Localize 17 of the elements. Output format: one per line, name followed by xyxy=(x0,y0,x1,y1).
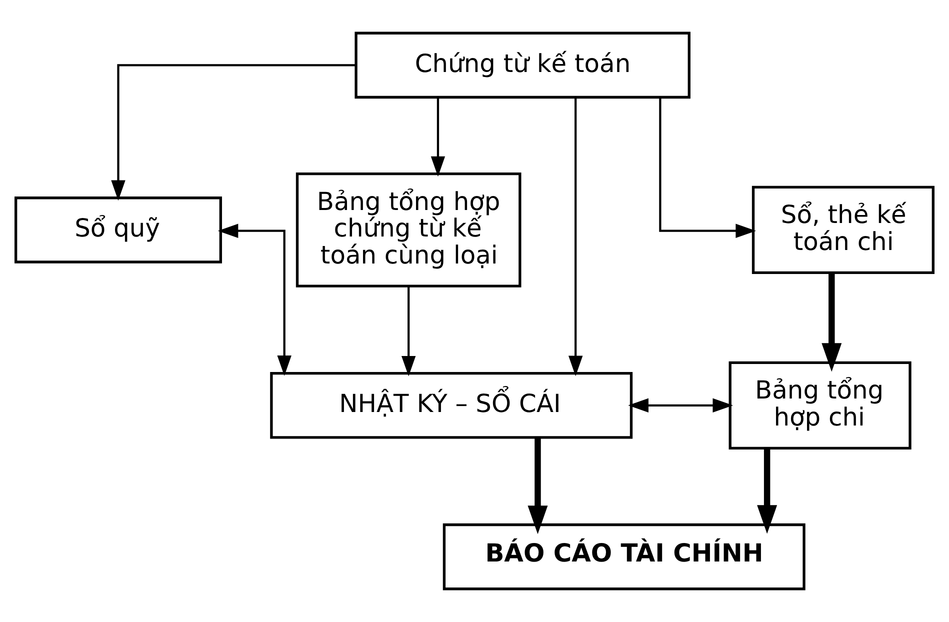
arrow xyxy=(822,272,842,372)
arrow xyxy=(659,98,756,238)
arrow xyxy=(568,98,583,376)
node-box: Chứng từ kế toán xyxy=(354,32,690,99)
arrow xyxy=(430,98,446,177)
node-box: BÁO CÁO TÀI CHÍNH xyxy=(442,523,806,590)
arrow xyxy=(757,448,778,534)
node-box: Bảng tổng hợp chứng từ kế toán cùng loại xyxy=(296,172,522,288)
arrow xyxy=(528,438,548,534)
arrow xyxy=(111,64,356,201)
node-box: Bảng tổng hợp chi xyxy=(728,361,912,450)
arrow xyxy=(401,286,416,376)
node-box: Sổ, thẻ kế toán chi xyxy=(752,186,934,274)
arrow xyxy=(218,224,292,376)
node-box: NHẬT KÝ – SỔ CÁI xyxy=(270,372,633,439)
node-box: Sổ quỹ xyxy=(14,196,222,264)
arrow xyxy=(628,398,734,413)
